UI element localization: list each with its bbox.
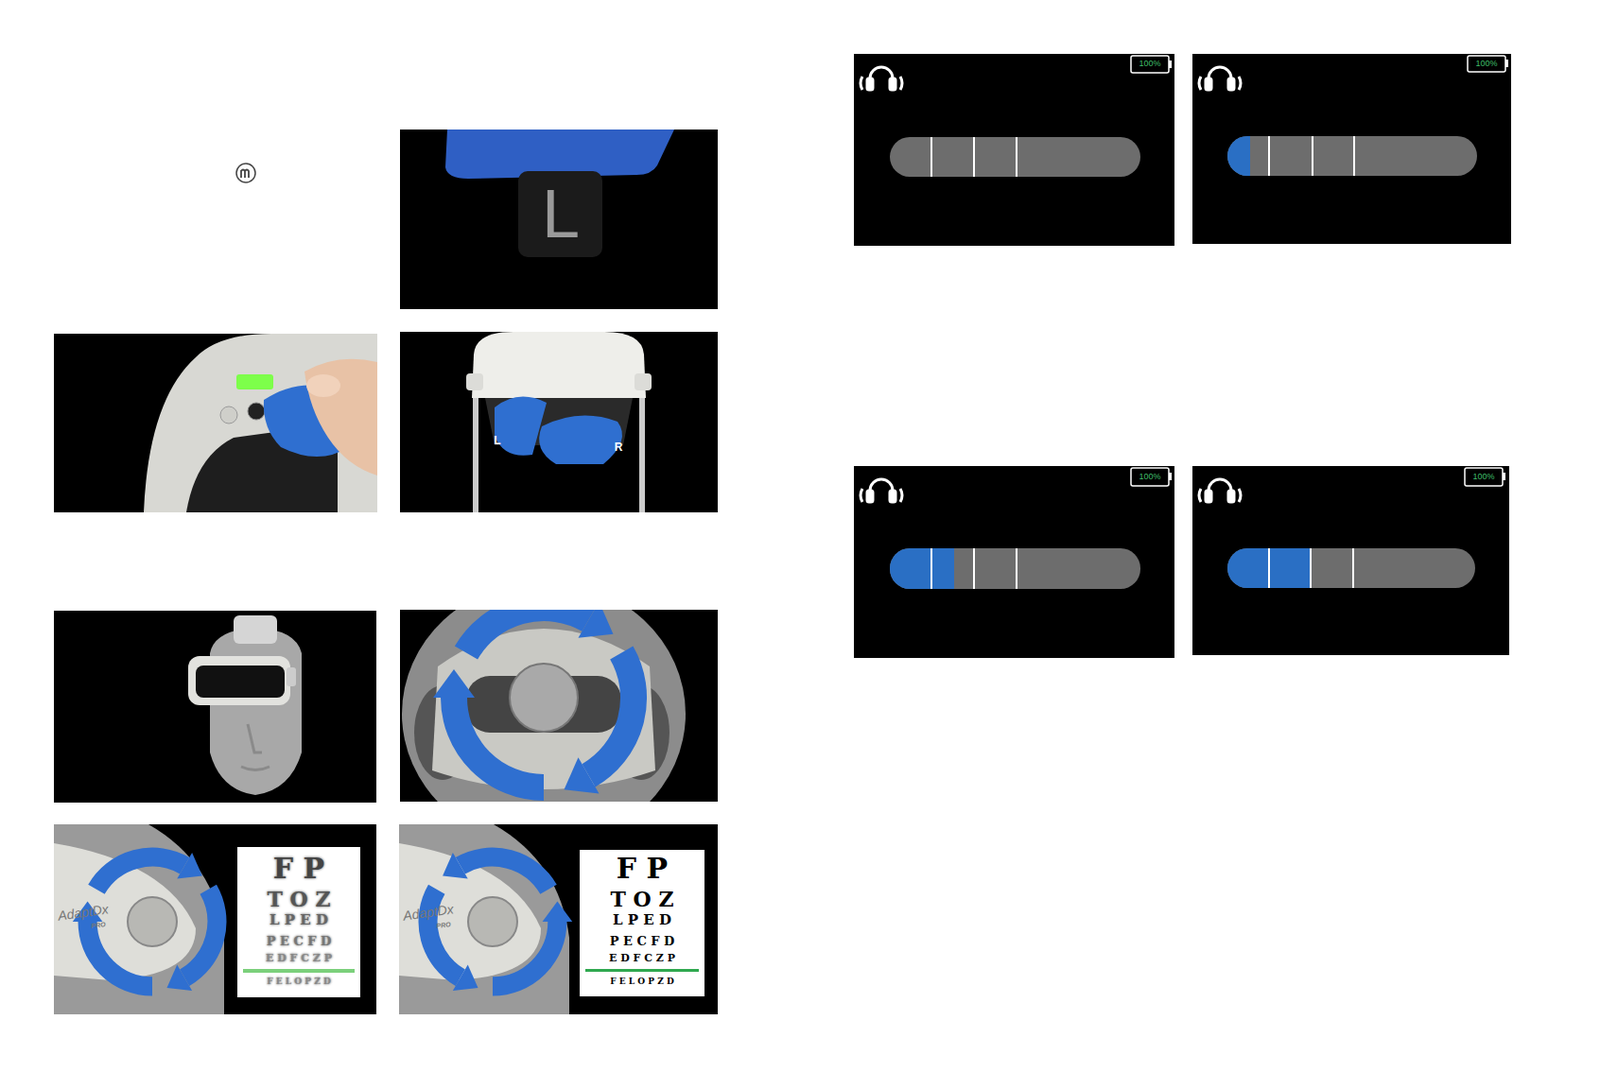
eye-chart-row: T O Z: [267, 888, 331, 910]
progress-screen: [1192, 53, 1512, 244]
battery-level: 100%: [1475, 59, 1497, 69]
progress-screen: [853, 53, 1175, 246]
back-knob-panel: [400, 609, 718, 802]
progress-screen: [853, 466, 1175, 659]
headset-panel: [400, 331, 718, 513]
eye-chart-row: E D F C Z P: [265, 953, 332, 964]
lens-side-letter: L: [541, 179, 580, 248]
lens-side-letter: L: [493, 434, 501, 447]
battery-level: 100%: [1138, 472, 1161, 482]
lens-side-letter: R: [614, 441, 624, 453]
battery-level: 100%: [1472, 472, 1495, 482]
eye-chart-row: F E L O P Z D: [266, 977, 331, 987]
eye-chart-row: L P E D: [612, 913, 672, 928]
eye-chart-row: P E C F D: [609, 935, 676, 948]
eye-chart-row: L P E D: [269, 913, 329, 928]
wear-headset-panel: [53, 610, 377, 803]
insert-lens-panel: [53, 333, 378, 513]
progress-screen: [1192, 466, 1510, 656]
eye-chart-row: F E L O P Z D: [609, 977, 674, 987]
eye-chart-row: F P: [616, 854, 668, 884]
eye-chart-row: E D F C Z P: [608, 953, 676, 964]
battery-level: 100%: [1138, 59, 1161, 69]
logo: [234, 161, 258, 185]
eye-chart-row: T O Z: [610, 888, 675, 910]
eye-chart-row: F P: [273, 854, 325, 884]
eye-chart-row: P E C F D: [266, 935, 332, 948]
